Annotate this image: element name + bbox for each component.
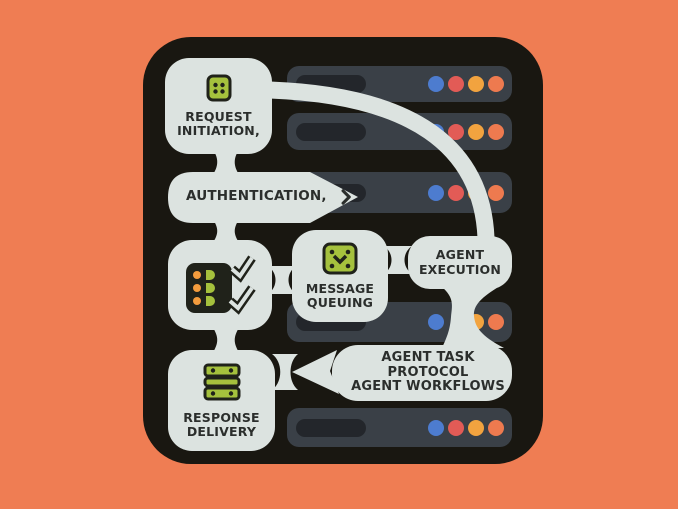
orange-status-dot xyxy=(488,123,504,140)
stub-queue-to-execution xyxy=(384,246,412,274)
chevron-right-icon xyxy=(341,189,351,205)
node-response-delivery: RESPONSE DELIVERY xyxy=(168,350,275,451)
node-request-initiation: REQUEST INITIATION, xyxy=(165,58,272,154)
orange-status-dot xyxy=(488,314,504,330)
amber-status-dot xyxy=(468,123,484,140)
red-status-dot xyxy=(448,123,464,140)
server-bar-1 xyxy=(287,66,512,102)
server-slot xyxy=(296,418,366,437)
node-task-checklist xyxy=(168,240,272,330)
status-dots xyxy=(428,419,504,436)
curve-connector xyxy=(269,81,495,239)
node-agent-execution: AGENT EXECUTION xyxy=(408,236,512,289)
checklist-icon xyxy=(186,255,256,315)
blue-status-dot xyxy=(428,419,444,436)
node-agent-task-protocol: AGENT TASK PROTOCOL AGENT WORKFLOWS xyxy=(332,345,512,401)
stub-checklist-to-response xyxy=(212,326,240,354)
amber-status-dot xyxy=(468,419,484,436)
server-bar-5 xyxy=(287,408,512,447)
status-dots xyxy=(428,76,504,92)
server-stack-icon xyxy=(203,363,240,401)
red-status-dot xyxy=(448,76,464,92)
bubble-line-2: AGENT WORKFLOWS xyxy=(351,379,505,395)
blue-status-dot xyxy=(428,184,444,201)
red-status-dot xyxy=(448,184,464,201)
orange-status-dot xyxy=(488,184,504,201)
node-label: AGENT EXECUTION xyxy=(418,247,502,277)
blue-status-dot xyxy=(428,76,444,92)
orange-status-dot xyxy=(488,76,504,92)
stub-response-to-bubble xyxy=(272,354,298,390)
stub-request-to-auth xyxy=(212,148,240,176)
node-authentication: AUTHENTICATION, xyxy=(186,184,351,210)
stub-auth-to-checklist xyxy=(212,218,240,244)
message-check-icon xyxy=(322,242,358,275)
amber-status-dot xyxy=(468,76,484,92)
ribbon-execution-to-protocol xyxy=(441,286,504,348)
node-label: REQUEST INITIATION, xyxy=(177,108,260,138)
authentication-arrow-shape xyxy=(168,172,358,223)
node-message-queuing: MESSAGE QUEUING xyxy=(292,230,388,322)
node-label: RESPONSE DELIVERY xyxy=(183,409,260,439)
bubble-tail xyxy=(292,350,339,394)
dice-grid-icon xyxy=(206,74,231,102)
node-label: MESSAGE QUEUING xyxy=(305,280,375,310)
bubble-line-1: AGENT TASK PROTOCOL xyxy=(381,349,475,380)
blue-status-dot xyxy=(428,314,444,330)
server-slot xyxy=(296,122,366,141)
orange-status-dot xyxy=(488,419,504,436)
node-label: AUTHENTICATION, xyxy=(186,188,327,205)
red-status-dot xyxy=(448,419,464,436)
stub-checklist-to-queue xyxy=(268,266,296,294)
